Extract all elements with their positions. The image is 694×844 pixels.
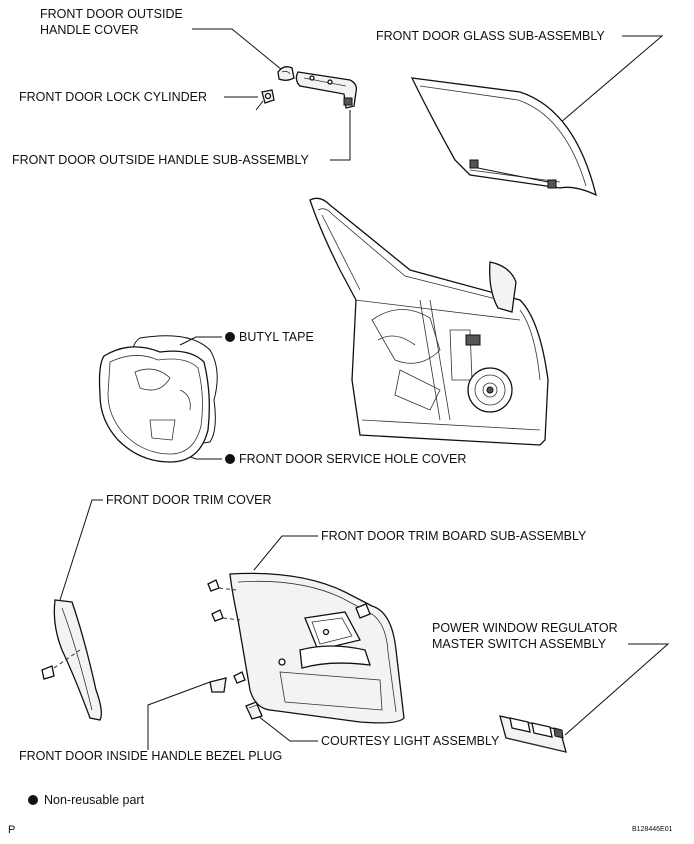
label-trim-board-sub-assembly: FRONT DOOR TRIM BOARD SUB-ASSEMBLY <box>321 529 587 543</box>
service-hole-cover-part <box>98 346 210 463</box>
trim-cover-part <box>41 599 102 721</box>
label-glass-sub-assembly: FRONT DOOR GLASS SUB-ASSEMBLY <box>376 29 605 43</box>
filled-circle-icon <box>28 795 38 805</box>
label-service-hole-cover: FRONT DOOR SERVICE HOLE COVER <box>225 451 466 467</box>
door-body-part <box>309 197 549 446</box>
power-window-switch-part <box>499 715 567 753</box>
courtesy-light-part <box>245 701 263 720</box>
label-inside-handle-bezel-plug: FRONT DOOR INSIDE HANDLE BEZEL PLUG <box>19 749 283 763</box>
outside-handle-part <box>295 71 358 109</box>
label-power-window-switch-2: MASTER SWITCH ASSEMBLY <box>432 637 607 651</box>
label-power-window-switch-1: POWER WINDOW REGULATOR <box>432 621 618 635</box>
page-mark: P <box>8 824 16 836</box>
lock-cylinder-part <box>255 89 275 111</box>
filled-circle-icon <box>225 454 235 464</box>
label-outside-handle-cover-2: HANDLE COVER <box>40 23 139 37</box>
label-service-hole-cover-text: FRONT DOOR SERVICE HOLE COVER <box>239 452 467 466</box>
label-butyl-tape-text: BUTYL TAPE <box>239 330 314 344</box>
label-outside-handle-cover-1: FRONT DOOR OUTSIDE <box>40 7 183 21</box>
label-trim-cover: FRONT DOOR TRIM COVER <box>106 493 272 507</box>
door-glass-part <box>410 77 597 197</box>
legend-non-reusable: Non-reusable part <box>44 793 145 807</box>
filled-circle-icon <box>225 332 235 342</box>
bezel-plug-part <box>209 677 227 693</box>
outside-handle-cover-part <box>277 66 295 81</box>
label-outside-handle-sub-assembly: FRONT DOOR OUTSIDE HANDLE SUB-ASSEMBLY <box>12 153 309 167</box>
label-courtesy-light: COURTESY LIGHT ASSEMBLY <box>321 734 500 748</box>
leader-lines <box>59 28 670 750</box>
figure-id: B128446E01 <box>632 826 673 833</box>
label-lock-cylinder: FRONT DOOR LOCK CYLINDER <box>19 90 207 104</box>
trim-board-part <box>207 572 405 724</box>
label-butyl-tape: BUTYL TAPE <box>225 329 314 345</box>
